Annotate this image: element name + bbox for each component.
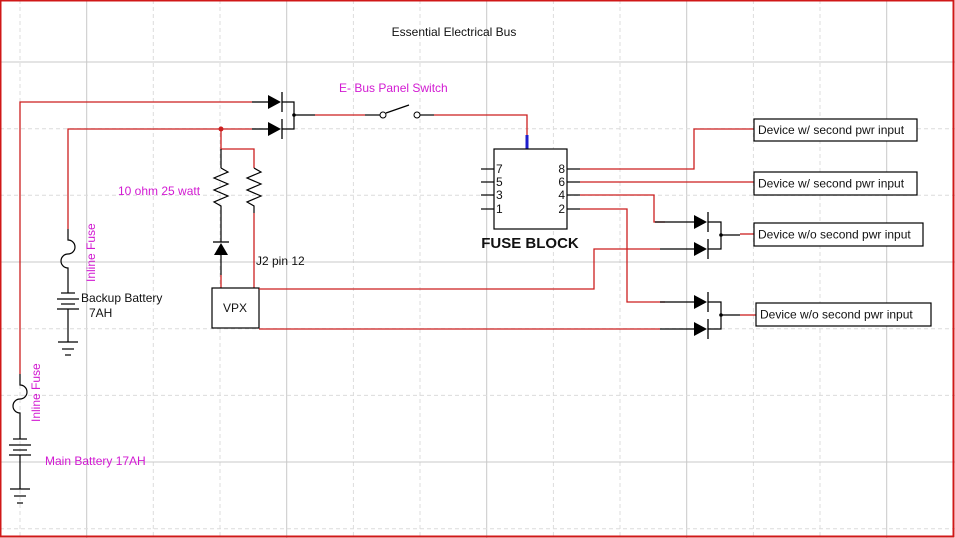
wire-pin8[interactable] xyxy=(580,128,754,170)
backup-battery-branch: Inline Fuse Backup Battery 7AH xyxy=(57,128,268,356)
resistor-icon xyxy=(212,167,230,242)
diode-icon xyxy=(268,122,281,136)
main-battery-icon xyxy=(9,438,31,489)
main-battery-branch: Inline Fuse Main Battery 17AH xyxy=(9,101,268,504)
diode-icon xyxy=(214,243,228,255)
backup-fuse-label: Inline Fuse xyxy=(84,223,98,282)
wire-vpx-output-1[interactable] xyxy=(259,248,660,290)
fuse-pin-label-left: 5 xyxy=(496,175,503,189)
j2-pin-label: J2 pin 12 xyxy=(256,254,305,268)
switch-lever-icon xyxy=(385,104,410,114)
main-ground-icon xyxy=(10,488,30,504)
fuse-pin-label-left: 7 xyxy=(496,162,503,176)
resistor-icon xyxy=(245,167,263,213)
device-label: Device w/ second pwr input xyxy=(758,123,905,137)
backup-ground-icon xyxy=(58,341,78,356)
backup-battery-capacity: 7AH xyxy=(89,306,112,320)
fuse-pin-label-left: 3 xyxy=(496,188,503,202)
diagram-title: Essential Electrical Bus xyxy=(392,25,517,39)
fuse-block-label: FUSE BLOCK xyxy=(481,235,579,252)
device-label: Device w/o second pwr input xyxy=(760,308,913,322)
fuse-pin-label-right: 8 xyxy=(558,162,565,176)
backup-inline-fuse-icon xyxy=(60,229,76,293)
fuse-pin-label-right: 2 xyxy=(558,202,565,216)
vpx-label: VPX xyxy=(223,301,247,315)
fuse-pin-label-right: 4 xyxy=(558,188,565,202)
diode-icon xyxy=(694,295,707,309)
fuse-pin-label-right: 6 xyxy=(558,175,565,189)
device-label: Device w/ second pwr input xyxy=(758,177,905,191)
device-box[interactable]: Device w/o second pwr input xyxy=(740,302,932,327)
diode-icon xyxy=(694,322,707,336)
fuse-pin-label-left: 1 xyxy=(496,202,503,216)
backup-battery-wire[interactable] xyxy=(67,128,252,229)
output-wiring xyxy=(259,128,754,330)
wire-pin2[interactable] xyxy=(580,208,665,303)
resistor-label: 10 ohm 25 watt xyxy=(118,184,201,198)
device-box[interactable]: Device w/o second pwr input xyxy=(740,222,924,247)
device-label: Device w/o second pwr input xyxy=(758,228,911,242)
main-battery-label: Main Battery 17AH xyxy=(45,454,146,468)
main-inline-fuse-icon xyxy=(12,374,28,439)
resistor-branch: 10 ohm 25 watt J2 pin 12 xyxy=(118,126,305,288)
panel-switch[interactable]: E- Bus Panel Switch xyxy=(315,81,529,149)
diode-icon xyxy=(694,242,707,256)
main-battery-wire[interactable] xyxy=(19,101,252,374)
backup-battery-label: Backup Battery xyxy=(81,291,162,305)
vpx-unit[interactable]: VPX xyxy=(211,287,260,329)
main-fuse-label: Inline Fuse xyxy=(29,363,43,422)
diode-icon xyxy=(268,95,281,109)
backup-battery-icon xyxy=(57,292,79,342)
diode-icon xyxy=(694,215,707,229)
device-box[interactable]: Device w/ second pwr input xyxy=(753,171,918,196)
device-box[interactable]: Device w/ second pwr input xyxy=(753,118,918,142)
panel-switch-label: E- Bus Panel Switch xyxy=(339,81,448,95)
input-diode-pair xyxy=(268,92,315,139)
output-diode-pairs xyxy=(694,212,740,339)
